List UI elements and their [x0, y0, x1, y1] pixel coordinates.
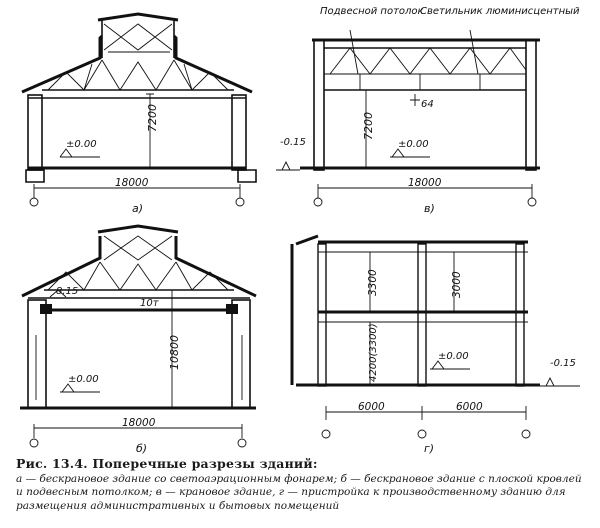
span-18000-a: 18000 — [115, 177, 149, 189]
panel-label-g: г) — [424, 442, 434, 455]
section-v: Подвесной потолок Светильник люминисцент… — [276, 6, 580, 215]
ground-level-g: -0.15 — [550, 358, 576, 369]
section-a: 7200 ±0.00 18000 а) — [21, 12, 257, 215]
section-g: 3300 3000 4200(3300) ±0.00 -0.15 6000 60… — [290, 234, 580, 455]
panel-label-b: б) — [136, 442, 147, 455]
crane-level: 8.15 — [56, 286, 78, 297]
section-b: 10т 8.15 10800 ±0.00 18000 б) — [20, 224, 257, 455]
ceiling-label: Подвесной потолок — [320, 6, 424, 17]
span-6000-right: 6000 — [456, 401, 483, 413]
marker-64: 64 — [421, 99, 434, 110]
height-3300: 3300 — [367, 269, 379, 296]
building-sections-drawing: 7200 ±0.00 18000 а) Подвесной потолок Св… — [20, 6, 580, 455]
level-000-g: ±0.00 — [438, 351, 469, 362]
panel-label-v: в) — [424, 202, 435, 215]
level-000-b: ±0.00 — [68, 374, 99, 385]
height-4200: 4200(3300) — [368, 323, 379, 382]
height-3000: 3000 — [451, 271, 463, 298]
span-6000-left: 6000 — [358, 401, 385, 413]
panel-label-a: а) — [132, 202, 143, 215]
height-7200-a: 7200 — [146, 104, 159, 132]
crane-capacity: 10т — [140, 298, 160, 309]
caption-legend: а — бескрановое здание со светоаэрационн… — [16, 472, 582, 512]
ground-level-v: -0.15 — [280, 137, 306, 148]
figure-caption: Рис. 13.4. Поперечные разрезы зданий: а … — [16, 457, 590, 513]
lamp-label: Светильник люминисцентный — [420, 6, 580, 17]
height-7200-v: 7200 — [362, 112, 375, 140]
level-000-v: ±0.00 — [398, 139, 429, 150]
span-18000-b: 18000 — [122, 417, 156, 429]
level-000-a: ±0.00 — [66, 139, 97, 150]
span-18000-v: 18000 — [408, 177, 442, 189]
caption-title: Рис. 13.4. Поперечные разрезы зданий: — [16, 456, 318, 471]
height-10800: 10800 — [168, 335, 181, 370]
